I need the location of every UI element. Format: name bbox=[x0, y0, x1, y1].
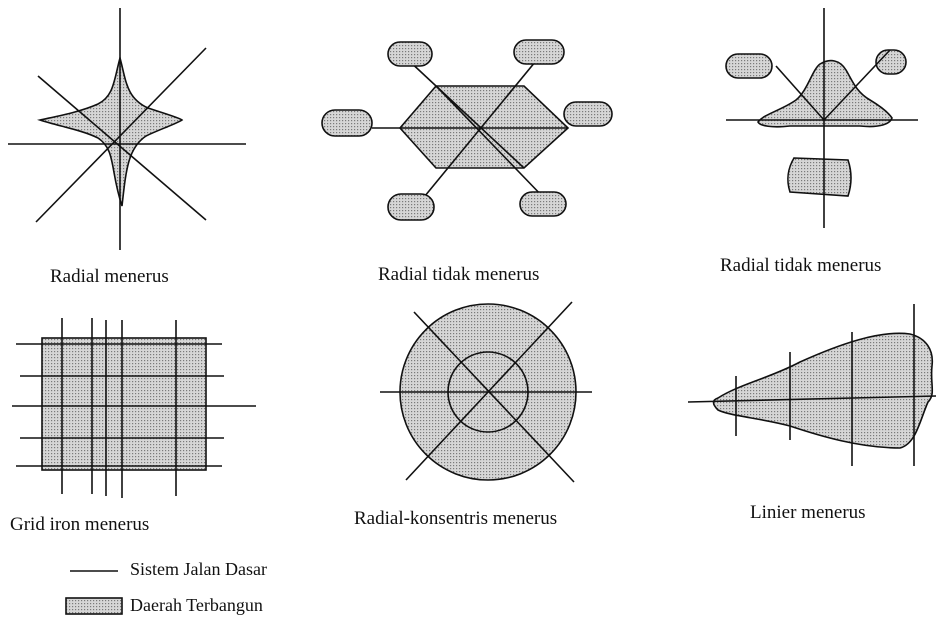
legend-built-swatch bbox=[65, 597, 123, 615]
road-line bbox=[823, 49, 891, 121]
satellite-area bbox=[725, 53, 773, 79]
built-area-linear bbox=[712, 332, 934, 449]
caption-radial-tidak-menerus-1: Radial tidak menerus bbox=[378, 264, 540, 285]
diagram-radial-tidak-menerus-1 bbox=[321, 39, 613, 221]
legend-road-label: Sistem Jalan Dasar bbox=[130, 559, 267, 579]
caption-radial-konsentris-menerus: Radial-konsentris menerus bbox=[354, 508, 558, 529]
road-line bbox=[405, 301, 573, 481]
road-line bbox=[37, 75, 207, 221]
caption-linier-menerus: Linier menerus bbox=[750, 502, 866, 523]
road-line bbox=[35, 47, 207, 223]
caption-grid-iron-menerus: Grid iron menerus bbox=[10, 514, 150, 535]
road-line bbox=[405, 57, 525, 169]
satellite-area bbox=[387, 41, 433, 67]
diagram-radial-tidak-menerus-2 bbox=[725, 8, 918, 228]
satellite-area bbox=[519, 191, 567, 217]
caption-radial-tidak-menerus-2: Radial tidak menerus bbox=[720, 255, 882, 276]
road-line bbox=[435, 85, 547, 201]
satellite-area bbox=[321, 109, 373, 137]
caption-radial-menerus: Radial menerus bbox=[50, 266, 169, 287]
satellite-area bbox=[563, 101, 613, 127]
road-line bbox=[419, 55, 541, 203]
built-area-hexagon bbox=[398, 85, 570, 169]
road-line bbox=[413, 311, 575, 483]
satellite-area bbox=[387, 193, 435, 221]
diagram-linier-menerus bbox=[687, 304, 936, 466]
road-line bbox=[687, 395, 936, 403]
diagram-radial-konsentris-menerus bbox=[380, 301, 592, 483]
diagram-radial-menerus bbox=[8, 8, 246, 250]
built-area-irregular bbox=[757, 59, 893, 128]
built-area-star bbox=[37, 54, 184, 207]
diagram-grid-iron-menerus bbox=[12, 318, 256, 498]
legend-symbols bbox=[65, 570, 123, 615]
satellite-area bbox=[875, 49, 907, 75]
legend-built-label: Daerah Terbangun bbox=[130, 595, 263, 615]
road-line bbox=[775, 65, 825, 121]
built-area-grid bbox=[41, 337, 207, 471]
satellite-area bbox=[513, 39, 565, 65]
satellite-area bbox=[787, 157, 852, 197]
